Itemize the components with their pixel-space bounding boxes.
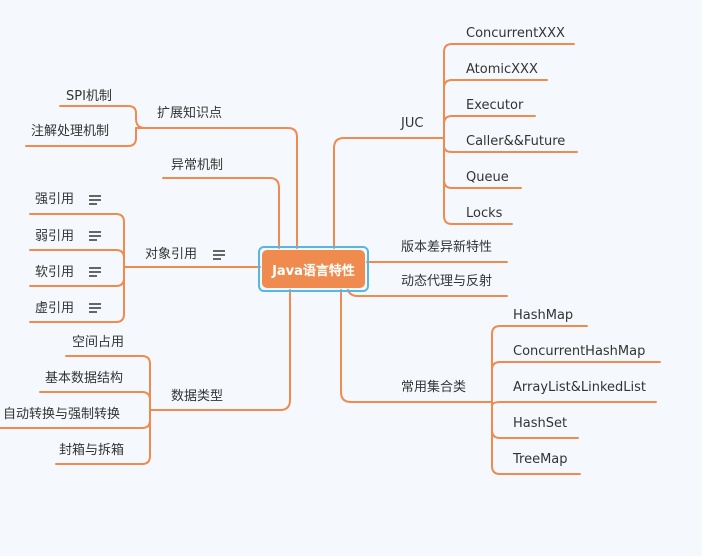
connector-ext-children: [25, 105, 153, 147]
notes-icon[interactable]: [89, 303, 101, 313]
ref-child-soft[interactable]: 软引用: [35, 265, 75, 280]
connector-dtype-children: [0, 355, 151, 465]
center-node[interactable]: Java语言特性: [262, 250, 365, 288]
coll-child-treemap[interactable]: TreeMap: [513, 452, 568, 467]
juc-child-caller[interactable]: Caller&&Future: [466, 134, 566, 149]
coll-child-hashmap[interactable]: HashMap: [513, 308, 574, 323]
juc-child-atomic[interactable]: AtomicXXX: [466, 62, 538, 77]
branch-ver[interactable]: 版本差异新特性: [401, 240, 493, 255]
ext-child-spi[interactable]: SPI机制: [66, 89, 112, 104]
branch-proxy[interactable]: 动态代理与反射: [401, 274, 493, 289]
coll-child-concurrenthashmap[interactable]: ConcurrentHashMap: [513, 344, 646, 359]
connector-juc: [333, 137, 445, 249]
connector-ref-children: [29, 213, 125, 323]
juc-child-executor[interactable]: Executor: [466, 98, 524, 113]
ext-child-annotation[interactable]: 注解处理机制: [31, 124, 110, 139]
dtype-child-space[interactable]: 空间占用: [72, 335, 125, 350]
branch-juc[interactable]: JUC: [401, 116, 424, 131]
connector-coll-children: [491, 325, 661, 475]
coll-child-hashset[interactable]: HashSet: [513, 416, 568, 431]
ref-child-phantom[interactable]: 虚引用: [35, 301, 75, 316]
connector-exc: [162, 177, 280, 249]
dtype-child-boxing[interactable]: 封箱与拆箱: [59, 443, 125, 458]
notes-icon[interactable]: [89, 231, 101, 241]
juc-child-locks[interactable]: Locks: [466, 206, 503, 221]
connector-juc-children: [443, 43, 578, 225]
juc-child-queue[interactable]: Queue: [466, 170, 509, 185]
notes-icon[interactable]: [89, 195, 101, 205]
center-node-selection: [258, 246, 369, 292]
notes-icon[interactable]: [89, 267, 101, 277]
connector-coll: [340, 289, 493, 403]
connector-dtype: [149, 289, 291, 411]
connector-proxy: [347, 289, 508, 297]
branch-exc[interactable]: 异常机制: [171, 158, 224, 173]
coll-child-arraylist[interactable]: ArrayList&LinkedList: [513, 380, 647, 395]
branch-ext[interactable]: 扩展知识点: [157, 106, 223, 121]
dtype-child-cast[interactable]: 自动转换与强制转换: [3, 407, 121, 422]
connector-ext: [135, 127, 298, 249]
ref-child-weak[interactable]: 弱引用: [35, 229, 75, 244]
branch-coll[interactable]: 常用集合类: [401, 380, 467, 395]
juc-child-concurrent[interactable]: ConcurrentXXX: [466, 26, 565, 41]
branch-ref[interactable]: 对象引用: [145, 247, 198, 262]
branch-dtype[interactable]: 数据类型: [171, 389, 224, 404]
notes-icon[interactable]: [213, 250, 225, 260]
dtype-child-basic[interactable]: 基本数据结构: [45, 371, 124, 386]
ref-child-strong[interactable]: 强引用: [35, 192, 75, 207]
